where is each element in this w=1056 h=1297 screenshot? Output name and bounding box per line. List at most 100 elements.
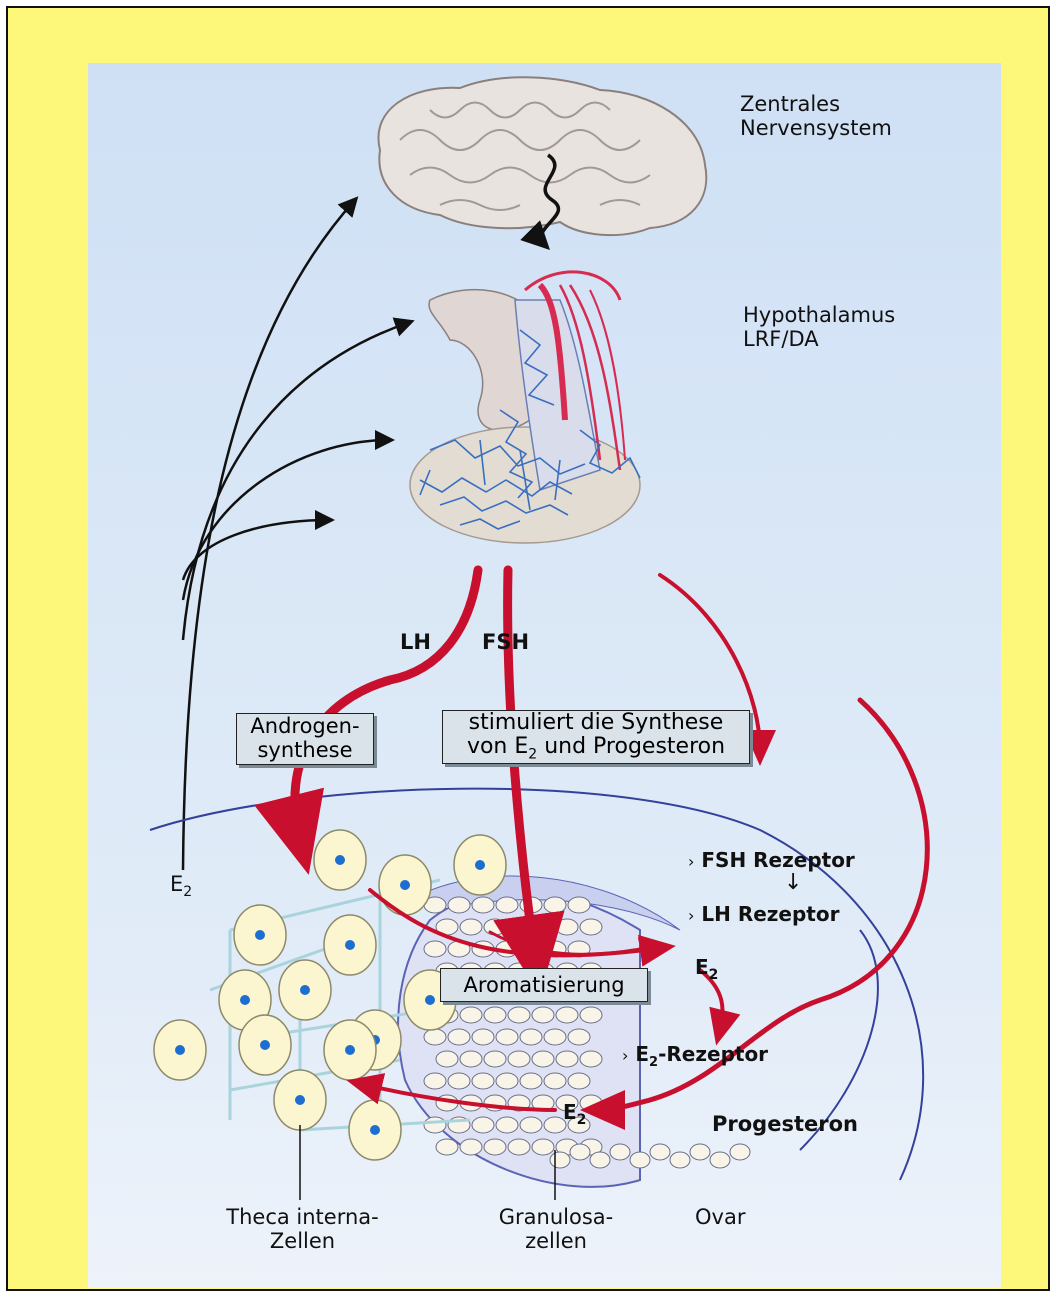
granulosa-cell bbox=[690, 1144, 710, 1160]
granulosa-cell bbox=[570, 1144, 590, 1160]
theca-cell-nucleus bbox=[240, 995, 250, 1005]
theca-cell-nucleus bbox=[300, 985, 310, 995]
e2-rezeptor-sub: 2 bbox=[649, 1055, 658, 1070]
granulosa-cell bbox=[544, 1073, 566, 1089]
e2-left-e: E bbox=[170, 872, 183, 896]
e2-right-label: E2 bbox=[695, 955, 718, 983]
granulosa-cell bbox=[556, 919, 578, 935]
rezeptor-down-arrow: ↓ bbox=[784, 870, 802, 895]
granulosa-cell bbox=[670, 1152, 690, 1168]
granulosa-cell bbox=[496, 1029, 518, 1045]
theca-label: Theca interna- Zellen bbox=[215, 1205, 390, 1253]
e2-bottom-sub: 2 bbox=[577, 1112, 587, 1128]
stim-line2-sub: 2 bbox=[528, 746, 537, 762]
theca-cell-nucleus bbox=[425, 995, 435, 1005]
granulosa-cell bbox=[472, 897, 494, 913]
granulosa-cell bbox=[532, 1007, 554, 1023]
granulosa-cell bbox=[424, 1073, 446, 1089]
granulosa-cell bbox=[710, 1152, 730, 1168]
granulosa-cell bbox=[472, 1117, 494, 1133]
granulosa-cell bbox=[590, 1152, 610, 1168]
granulosa-cell bbox=[550, 1152, 570, 1168]
hypo-line2: LRF/DA bbox=[743, 327, 895, 351]
granulosa-cell bbox=[520, 1117, 542, 1133]
granulosa-cell bbox=[436, 1051, 458, 1067]
progesteron-label: Progesteron bbox=[712, 1112, 858, 1136]
granulosa-cell bbox=[580, 1007, 602, 1023]
granulosa-cell bbox=[484, 1051, 506, 1067]
granulosa-cell bbox=[484, 919, 506, 935]
stim-line2: von E2 und Progesteron bbox=[443, 735, 749, 766]
granulosa-cell bbox=[460, 1051, 482, 1067]
granulosa-cell bbox=[424, 1029, 446, 1045]
granulosa-cell bbox=[484, 1007, 506, 1023]
lh-rezeptor-label: › LH Rezeptor bbox=[688, 902, 839, 926]
granulosa-cell bbox=[436, 1139, 458, 1155]
e2-rezeptor-e: E bbox=[635, 1042, 649, 1066]
granulosa-cell bbox=[568, 1029, 590, 1045]
hypo-line1: Hypothalamus bbox=[743, 303, 895, 327]
e2-left-label: E2 bbox=[170, 872, 192, 900]
granulosa-cell bbox=[650, 1144, 670, 1160]
granulosa-cell bbox=[544, 1029, 566, 1045]
theca-cell-nucleus bbox=[260, 1040, 270, 1050]
fsh-rezeptor-bullet: › bbox=[688, 852, 694, 871]
e2-rezeptor-text: -Rezeptor bbox=[658, 1042, 768, 1066]
granulosa-label: Granulosa- zellen bbox=[486, 1205, 626, 1253]
granulosa-cell bbox=[630, 1152, 650, 1168]
granulosa-cell bbox=[460, 1007, 482, 1023]
granulosa-cell bbox=[460, 1139, 482, 1155]
granulosa-cell bbox=[520, 1073, 542, 1089]
granulosa-cell bbox=[580, 919, 602, 935]
lh-rezeptor-text: LH Rezeptor bbox=[701, 902, 839, 926]
hypothalamus-label: Hypothalamus LRF/DA bbox=[743, 303, 895, 351]
granulosa-cell bbox=[556, 1051, 578, 1067]
granulosa-cell bbox=[544, 897, 566, 913]
e2-right-sub: 2 bbox=[709, 967, 719, 983]
granulosa-cell bbox=[532, 1051, 554, 1067]
granulosa-cell bbox=[448, 897, 470, 913]
granulosa-cell bbox=[496, 897, 518, 913]
androgen-line2: synthese bbox=[237, 738, 373, 762]
e2-bottom-e: E bbox=[563, 1100, 577, 1124]
granulosa-cell bbox=[448, 1073, 470, 1089]
lh-rezeptor-bullet: › bbox=[688, 906, 694, 925]
granulosa-cell bbox=[484, 1139, 506, 1155]
stimuliert-box: stimuliert die Synthese von E2 und Proge… bbox=[442, 710, 750, 764]
theca-cell-nucleus bbox=[175, 1045, 185, 1055]
e2-rezeptor-label: › E2-Rezeptor bbox=[622, 1042, 768, 1070]
lh-label: LH bbox=[400, 630, 431, 654]
fsh-label: FSH bbox=[482, 630, 529, 654]
theca-cell-nucleus bbox=[295, 1095, 305, 1105]
theca-cell-nucleus bbox=[400, 880, 410, 890]
e2-bottom-label: E2 bbox=[563, 1100, 586, 1128]
granulosa-cell bbox=[496, 1117, 518, 1133]
granulosa-cell bbox=[448, 1029, 470, 1045]
theca-cell-nucleus bbox=[345, 940, 355, 950]
zns-label: Zentrales Nervensystem bbox=[740, 92, 892, 140]
granulosa-cell bbox=[460, 919, 482, 935]
stim-line2-pre: von E bbox=[467, 734, 528, 759]
granulosa-cell bbox=[580, 1051, 602, 1067]
theca-cell-nucleus bbox=[370, 1125, 380, 1135]
granulosa-cell bbox=[496, 1073, 518, 1089]
e2-left-sub: 2 bbox=[183, 884, 192, 900]
ovar-label: Ovar bbox=[695, 1205, 745, 1229]
granulosa-cell bbox=[472, 1029, 494, 1045]
e2-right-e: E bbox=[695, 955, 709, 979]
theca-cell-nucleus bbox=[255, 930, 265, 940]
brain-icon bbox=[378, 77, 706, 235]
granulosa-cell bbox=[520, 1029, 542, 1045]
zns-line2: Nervensystem bbox=[740, 116, 892, 140]
granulosa-cell bbox=[508, 1007, 530, 1023]
granulosa-cell bbox=[508, 1051, 530, 1067]
granulosa-cell bbox=[424, 1117, 446, 1133]
e2-rezeptor-bullet: › bbox=[622, 1046, 628, 1065]
granulosa-cell bbox=[472, 1073, 494, 1089]
granulosa-cell bbox=[730, 1144, 750, 1160]
aromatisierung-box: Aromatisierung bbox=[440, 968, 648, 1002]
granulosa-cell bbox=[568, 1073, 590, 1089]
stim-line2-post: und Progesteron bbox=[537, 734, 725, 759]
stim-line1: stimuliert die Synthese bbox=[443, 711, 749, 735]
androgen-line1: Androgen- bbox=[237, 714, 373, 738]
